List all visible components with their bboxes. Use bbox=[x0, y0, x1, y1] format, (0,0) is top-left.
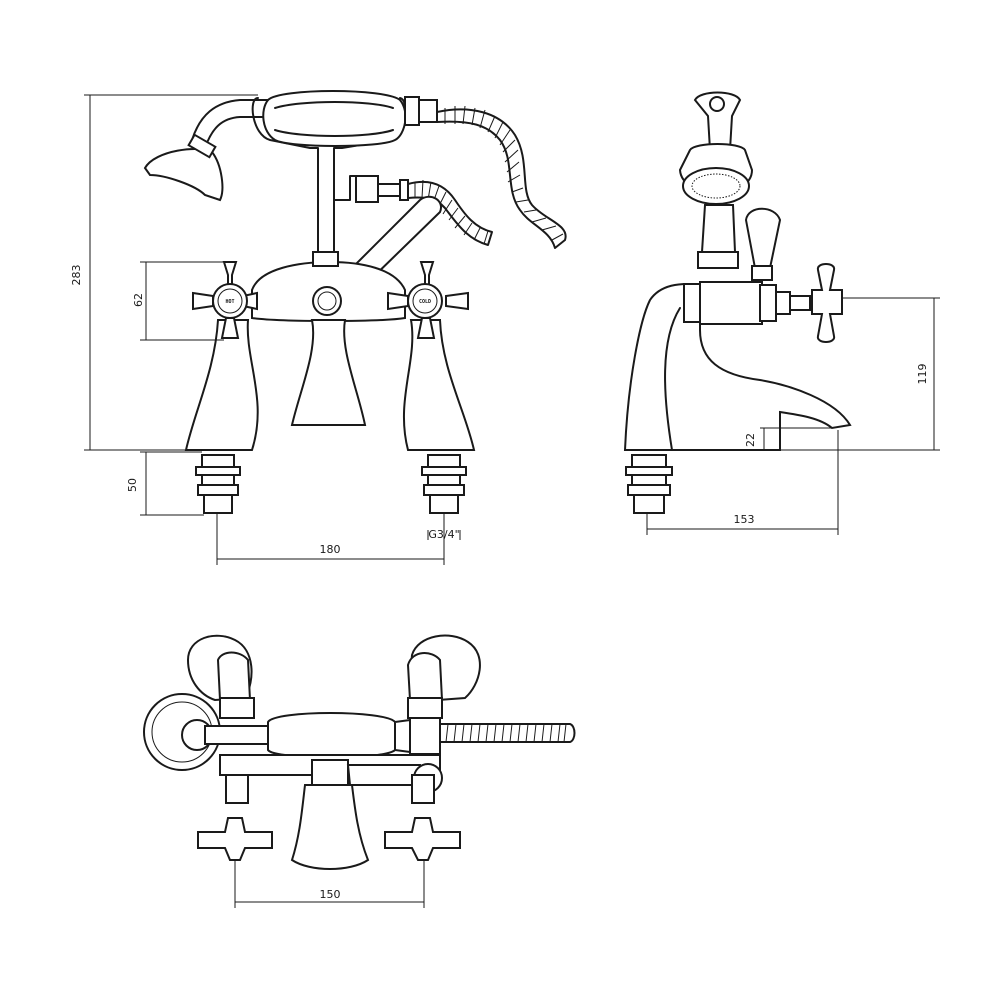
side-pillar bbox=[700, 204, 737, 253]
dim-line-180 bbox=[216, 513, 445, 565]
plan-handset bbox=[267, 712, 396, 759]
diverter-branch bbox=[333, 175, 359, 201]
dim-line-50 bbox=[140, 451, 204, 516]
hose-nut-top-2 bbox=[418, 99, 438, 123]
plan-handset-arm bbox=[204, 725, 269, 745]
plan-spout bbox=[290, 784, 370, 870]
side-view bbox=[623, 91, 852, 514]
front-spout bbox=[290, 319, 367, 426]
cold-handle[interactable]: COLD bbox=[387, 261, 469, 339]
dim-22-label: 22 bbox=[744, 433, 757, 447]
plan-dimensions: 150 bbox=[234, 860, 425, 908]
shower-hose-top bbox=[436, 108, 567, 249]
diverter-lever[interactable] bbox=[346, 195, 442, 287]
plan-hot-stem bbox=[225, 774, 249, 804]
diverter-knob[interactable] bbox=[312, 286, 342, 316]
dim-thread-label: G3/4" bbox=[428, 528, 459, 541]
side-shower-face bbox=[682, 167, 750, 205]
side-lever-base bbox=[751, 265, 773, 281]
side-pillar-nut bbox=[697, 251, 739, 269]
hose-coils-top bbox=[444, 105, 564, 241]
side-body-curve bbox=[664, 307, 681, 451]
side-tail bbox=[625, 454, 673, 514]
cold-label: COLD bbox=[419, 299, 431, 305]
side-valve-nut-right bbox=[759, 284, 777, 322]
pillar-nut bbox=[312, 251, 339, 267]
dim-line-thread bbox=[427, 530, 461, 540]
plan-cold-crosshead[interactable] bbox=[384, 817, 461, 861]
dim-line-62 bbox=[140, 261, 224, 341]
plan-hose-connector bbox=[409, 717, 441, 755]
plan-diverter-lever[interactable] bbox=[346, 764, 424, 786]
diverter-pipe bbox=[377, 183, 401, 197]
side-shower-holes bbox=[691, 173, 741, 199]
front-view: HOT COLD bbox=[143, 90, 567, 514]
side-valve-nut-left bbox=[683, 283, 701, 323]
shower-head bbox=[143, 148, 224, 202]
dim-line-150 bbox=[234, 860, 425, 908]
hot-label: HOT bbox=[225, 299, 234, 305]
plan-cold-neck bbox=[406, 652, 444, 701]
right-tail bbox=[421, 454, 467, 514]
dim-line-22 bbox=[760, 427, 832, 450]
dim-50-label: 50 bbox=[126, 478, 139, 492]
plan-handset-nut bbox=[394, 718, 411, 754]
side-valve-stem bbox=[775, 291, 791, 315]
side-dimensions: 119 22 153 bbox=[646, 297, 940, 535]
dim-283-label: 283 bbox=[70, 265, 83, 286]
side-body bbox=[623, 282, 852, 451]
plan-cold-collar bbox=[407, 697, 443, 719]
side-crosshead[interactable] bbox=[811, 263, 843, 343]
plan-hot-collar bbox=[219, 697, 255, 719]
plan-hose-coils bbox=[445, 723, 567, 743]
diverter-nut bbox=[355, 175, 379, 203]
diverter-knob-inner bbox=[317, 291, 337, 311]
dim-150-label: 150 bbox=[320, 888, 341, 901]
hose-nut-top bbox=[404, 96, 420, 126]
side-cradle-pivot bbox=[709, 96, 725, 112]
hot-handle[interactable]: HOT bbox=[192, 261, 258, 339]
left-pillar bbox=[184, 319, 259, 451]
shower-collar bbox=[187, 133, 217, 159]
right-pillar bbox=[402, 319, 476, 451]
handset-detail bbox=[274, 101, 394, 137]
dim-180-label: 180 bbox=[320, 543, 341, 556]
hose-coils-lower bbox=[414, 179, 489, 245]
plan-cold-stem bbox=[411, 774, 435, 804]
dim-line-283 bbox=[84, 94, 258, 451]
plan-hose bbox=[439, 723, 576, 743]
side-valve-spindle bbox=[789, 295, 811, 311]
plan-hot-crosshead[interactable] bbox=[197, 817, 273, 861]
dim-line-119 bbox=[780, 297, 940, 451]
dim-119-label: 119 bbox=[916, 364, 929, 385]
side-valve-body bbox=[699, 281, 763, 325]
diverter-nut-2 bbox=[399, 179, 409, 201]
front-dimensions: 283 62 50 180 G3/4" bbox=[70, 94, 461, 565]
dim-62-label: 62 bbox=[132, 293, 145, 307]
left-tail bbox=[195, 454, 241, 514]
plan-hot-neck bbox=[216, 651, 252, 701]
side-diverter-lever[interactable] bbox=[744, 207, 782, 269]
handset-body bbox=[262, 90, 407, 147]
plan-view bbox=[143, 634, 576, 870]
dim-153-label: 153 bbox=[734, 513, 755, 526]
dim-line-153 bbox=[646, 430, 839, 535]
